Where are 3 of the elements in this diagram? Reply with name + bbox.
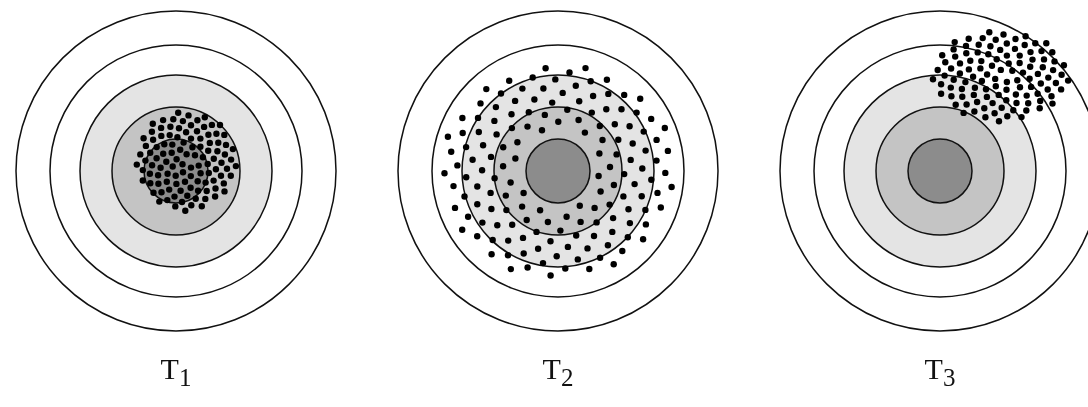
target-label: T$_{1}$ (159, 352, 193, 392)
target-label: T$_{2}$ (541, 352, 575, 392)
target-label: T$_{3}$ (923, 352, 957, 392)
